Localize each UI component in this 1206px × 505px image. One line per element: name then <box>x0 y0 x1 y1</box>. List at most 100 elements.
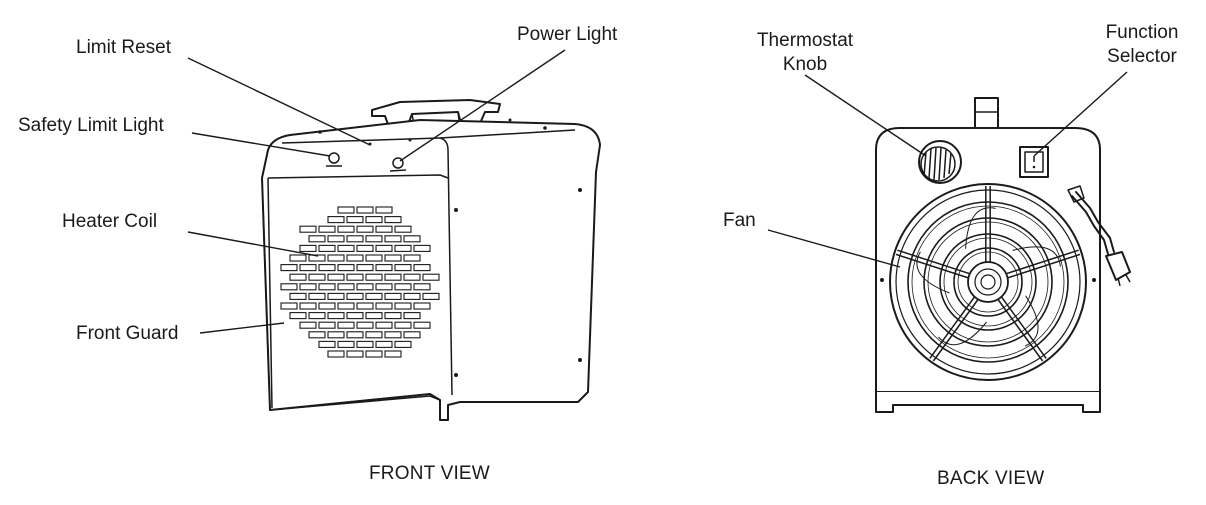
grille-slot <box>365 273 383 281</box>
grille-slot <box>327 331 345 339</box>
grille-slot <box>346 292 364 300</box>
grille-slot <box>280 264 298 272</box>
function-selector-switch <box>1019 146 1049 178</box>
grille-slot <box>299 302 317 310</box>
fan-spoke <box>895 253 969 279</box>
grille-slot <box>327 273 345 281</box>
grille-slot <box>365 292 383 300</box>
grille-slot <box>337 264 355 272</box>
back-heater <box>875 97 1131 413</box>
fan-guard-ring <box>953 247 1023 317</box>
label-function-selector: Function Selector <box>1092 21 1192 69</box>
grille-slot <box>384 331 402 339</box>
grille-slot <box>375 264 393 272</box>
grille-slot <box>403 312 421 320</box>
grille-slot <box>403 235 421 243</box>
grille-slot <box>375 206 393 214</box>
grille-slot <box>346 216 364 224</box>
grille-slot <box>346 254 364 262</box>
grille-slot <box>308 273 326 281</box>
leader-thermostat-knob <box>804 74 927 157</box>
grille-slot <box>346 331 364 339</box>
label-front-guard: Front Guard <box>76 323 179 344</box>
grille-slot <box>394 225 412 233</box>
grille-slot <box>337 206 355 214</box>
fan-spoke <box>932 299 979 362</box>
grille-slot <box>356 321 374 329</box>
grille-slot <box>327 350 345 358</box>
grille-slot <box>403 254 421 262</box>
grille-slot <box>346 273 364 281</box>
front-body-outline <box>261 119 601 421</box>
grille-slot <box>356 283 374 291</box>
grille-slot <box>356 206 374 214</box>
label-limit-reset: Limit Reset <box>76 37 172 58</box>
grille-slot <box>375 302 393 310</box>
grille-slot <box>280 302 298 310</box>
back-view-caption: BACK VIEW <box>937 468 1045 489</box>
grille-slot <box>346 350 364 358</box>
label-function-selector-line2: Selector <box>1107 46 1177 67</box>
front-heater <box>261 99 601 421</box>
grille-slot <box>299 225 317 233</box>
grille-slot <box>356 264 374 272</box>
grille-slot <box>299 321 317 329</box>
leader-function-selector <box>1033 71 1128 157</box>
grille-slot <box>299 244 317 252</box>
grille-slot <box>327 254 345 262</box>
label-fan: Fan <box>723 210 756 231</box>
fan-guard-ring <box>907 201 1069 363</box>
grille-slot <box>356 225 374 233</box>
grille-slot <box>318 302 336 310</box>
grille-slot <box>346 235 364 243</box>
grille-slot <box>327 312 345 320</box>
label-heater-coil: Heater Coil <box>62 211 158 232</box>
grille-slot <box>375 244 393 252</box>
grille-slot <box>413 302 431 310</box>
grille-slot <box>289 312 307 320</box>
label-power-light: Power Light <box>517 24 618 45</box>
leader-limit-reset <box>187 57 371 146</box>
fan-blade <box>1012 246 1061 267</box>
grille-slot <box>337 340 355 348</box>
fan-housing-inner <box>895 189 1081 375</box>
fan-spoke <box>1007 253 1081 279</box>
label-function-selector-line1: Function <box>1105 22 1179 43</box>
grille-slot <box>318 225 336 233</box>
fan-spoke <box>1006 249 1079 275</box>
grille-slot <box>289 254 307 262</box>
grille-slot <box>365 254 383 262</box>
fan-blade <box>938 321 987 346</box>
grille-slot <box>384 235 402 243</box>
power-light <box>389 157 407 172</box>
front-view-caption: FRONT VIEW <box>369 463 490 484</box>
grille-slot <box>299 264 317 272</box>
fan-hub-center <box>980 274 996 290</box>
grille-slot <box>384 254 402 262</box>
leader-lines <box>187 49 1128 334</box>
fan-spoke <box>929 296 976 359</box>
grille-slot <box>375 340 393 348</box>
grille-slot <box>365 350 383 358</box>
grille-slot <box>337 225 355 233</box>
grille-slot <box>308 254 326 262</box>
grille-slot <box>318 283 336 291</box>
grille-slot <box>327 292 345 300</box>
leader-power-light <box>399 49 566 162</box>
grille-slot <box>394 321 412 329</box>
fan-guard <box>889 183 1087 381</box>
grille-slot <box>356 244 374 252</box>
grille-slot <box>375 283 393 291</box>
label-thermostat-knob-line1: Thermostat <box>756 30 854 51</box>
grille-slot <box>413 264 431 272</box>
grille-slot <box>356 302 374 310</box>
fan-blade <box>965 207 996 249</box>
grille-slot <box>337 244 355 252</box>
fan-guard-ring <box>939 233 1037 331</box>
grille-slot <box>375 225 393 233</box>
grille-slot <box>365 312 383 320</box>
grille-slot <box>327 235 345 243</box>
label-safety-limit-light: Safety Limit Light <box>18 115 164 136</box>
